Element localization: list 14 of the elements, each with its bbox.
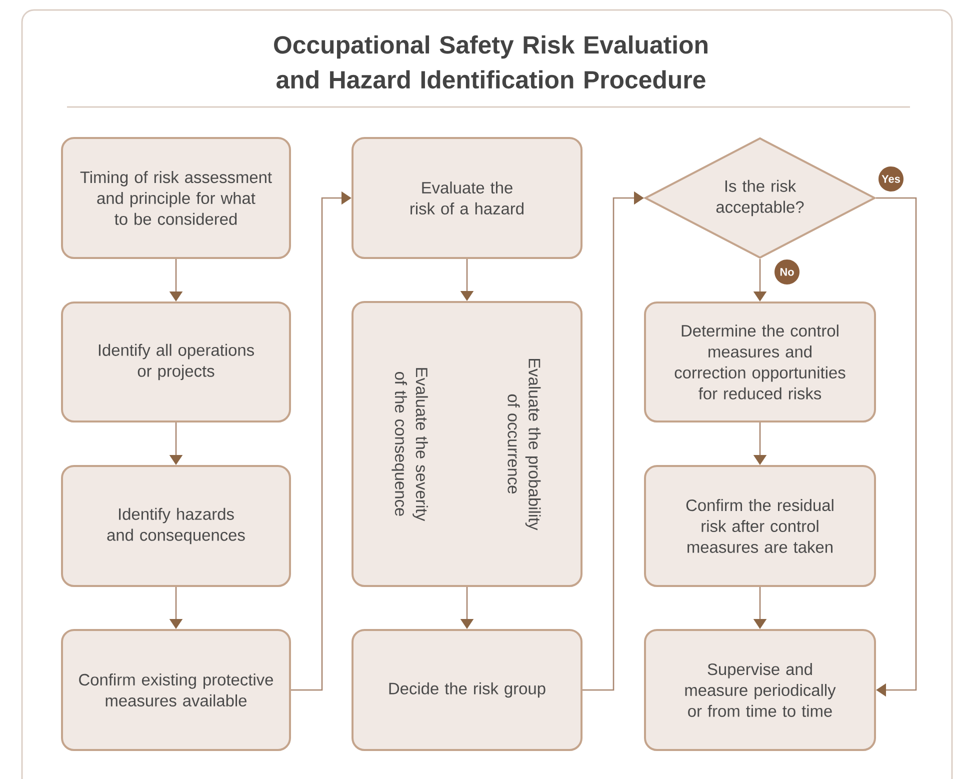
process-box: Decide the risk group: [352, 629, 582, 751]
title: Occupational Safety Risk Evaluation and Hazard Identification Procedure: [274, 35, 708, 89]
process-box: Timing of risk assessment and principle for what to be considered: [61, 137, 291, 259]
process-box: Evaluate the risk of a hazard: [352, 137, 582, 259]
process-box: Identify hazards and consequences: [61, 465, 291, 587]
process-box: Identify all operations or projects: [61, 302, 291, 422]
process-box: Confirm the residual risk after control measures are taken: [644, 465, 876, 587]
edge-label: No: [774, 260, 800, 284]
process-box: Supervise and measure periodically or from time to time: [644, 629, 876, 751]
split-process-box: Evaluate the severity of the consequence Evaluate the probability of occurrence: [352, 301, 582, 587]
arrow: [876, 197, 917, 697]
process-box: Confirm existing protective measures available: [61, 629, 291, 751]
edge-label: Yes: [878, 166, 904, 192]
process-box: Determine the control measures and correction opportunities for reduced risks: [644, 302, 876, 422]
